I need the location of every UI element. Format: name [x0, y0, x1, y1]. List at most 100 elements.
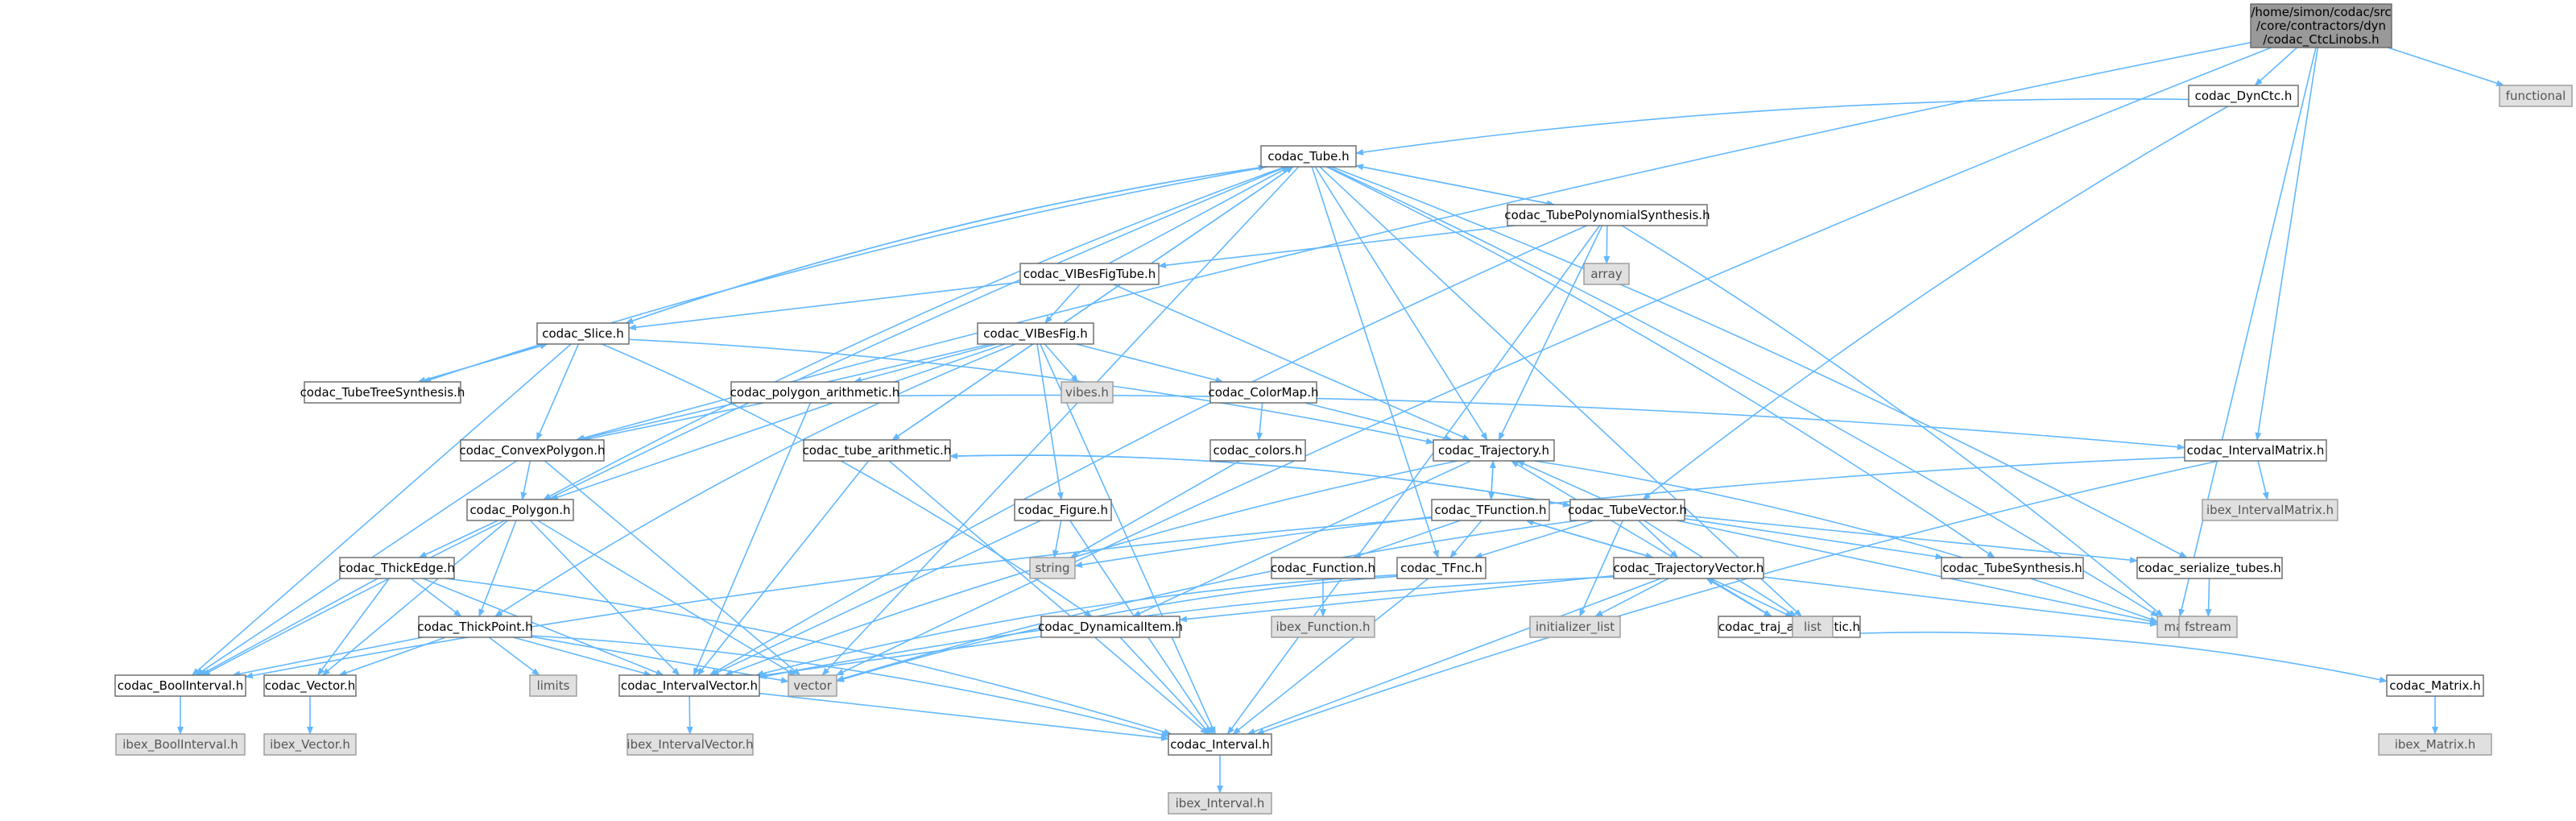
edge-VIBesFig-to-Figure — [1036, 343, 1064, 500]
node-label: ibex_Interval.h — [1176, 796, 1265, 811]
node-VIBesFigTube[interactable]: codac_VIBesFigTube.h — [1019, 263, 1160, 285]
node-TrajVector[interactable]: codac_TrajectoryVector.h — [1613, 557, 1764, 579]
edge-Tube-to-vector — [821, 166, 1300, 676]
edge-TubeVector-to-TubeSynth — [1684, 517, 1944, 560]
node-ibexMatrix: ibex_Matrix.h — [2378, 733, 2492, 756]
edge-PolyArith-to-IntervalVector — [693, 402, 812, 676]
edge-Tube-to-Polygon — [543, 166, 1286, 500]
node-Polygon[interactable]: codac_Polygon.h — [466, 499, 574, 521]
node-label: codac_TubePolynomialSynthesis.h — [1504, 208, 1710, 223]
node-Trajectory[interactable]: codac_Trajectory.h — [1433, 439, 1555, 462]
node-label: limits — [537, 678, 570, 693]
edge-TPS-to-VIBesFigTube — [1158, 225, 1515, 269]
node-Matrix[interactable]: codac_Matrix.h — [2386, 674, 2484, 697]
node-label: codac_IntervalMatrix.h — [2187, 443, 2325, 458]
node-label: /home/simon/codac/src/core/contractors/d… — [2251, 5, 2391, 48]
node-label: codac_TrajectoryVector.h — [1614, 561, 1764, 576]
edge-TubeVector-to-initlist — [1579, 520, 1623, 617]
node-colors[interactable]: codac_colors.h — [1209, 439, 1306, 462]
edge-DynCtc-to-TubeVector — [1642, 106, 2229, 500]
node-vector: vector — [788, 674, 837, 697]
node-TFnc[interactable]: codac_TFnc.h — [1396, 557, 1486, 579]
node-Function[interactable]: codac_Function.h — [1271, 557, 1375, 579]
node-label: codac_TubeVector.h — [1568, 503, 1687, 518]
edge-TubeArith-to-Tube — [891, 166, 1294, 441]
node-ColorMap[interactable]: codac_ColorMap.h — [1209, 381, 1319, 404]
edge-TPS-to-IntervalVector — [709, 225, 1587, 676]
node-DynCtc[interactable]: codac_DynCtc.h — [2188, 85, 2299, 107]
node-Tube[interactable]: codac_Tube.h — [1260, 145, 1357, 168]
edge-Trajectory-to-DynItem — [1132, 460, 1472, 617]
edge-ThickPoint-to-IntervalVector — [513, 636, 652, 677]
edge-Figure-to-string — [1052, 520, 1062, 558]
node-label: codac_ThickPoint.h — [417, 620, 532, 635]
node-label: codac_traj_arithmetic.h — [1718, 620, 1860, 635]
node-ibexIntervalMatrix: ibex_IntervalMatrix.h — [2202, 499, 2338, 521]
node-ThickPoint[interactable]: codac_ThickPoint.h — [417, 616, 533, 638]
edge-TrajVector-to-initlist — [1594, 578, 1669, 617]
edge-ConvexPolygon-to-Polygon — [520, 460, 531, 500]
node-label: ibex_IntervalMatrix.h — [2206, 503, 2334, 518]
edge-TubeArith-to-IntervalVector — [697, 460, 870, 676]
edge-IntervalVector-to-ibexIntervalVector — [686, 695, 693, 735]
node-Interval[interactable]: codac_Interval.h — [1168, 733, 1272, 756]
node-TubeVector[interactable]: codac_TubeVector.h — [1568, 499, 1687, 521]
node-TubeArith[interactable]: codac_tube_arithmetic.h — [803, 439, 952, 462]
edge-ThickEdge-to-Interval — [445, 578, 1172, 736]
edge-Tube-to-BoolInterval — [201, 166, 1287, 676]
node-DynItem[interactable]: codac_DynamicalItem.h — [1038, 616, 1183, 638]
edge-TrajVector-to-map — [1763, 576, 2158, 627]
node-label: codac_DynamicalItem.h — [1038, 620, 1183, 635]
node-TubeSynth[interactable]: codac_TubeSynthesis.h — [1941, 557, 2084, 579]
edge-VIBesFigTube-to-Trajectory — [1113, 284, 1471, 441]
node-ibexBoolInterval: ibex_BoolInterval.h — [115, 733, 246, 756]
node-ibexIntervalVector: ibex_IntervalVector.h — [626, 733, 754, 756]
node-label: codac_TFunction.h — [1434, 503, 1546, 518]
node-Vector[interactable]: codac_Vector.h — [263, 674, 357, 697]
edge-ThickPoint-to-limits — [488, 636, 540, 676]
node-Slice[interactable]: codac_Slice.h — [536, 322, 630, 345]
node-label: ibex_Vector.h — [270, 737, 350, 753]
node-ConvexPolygon[interactable]: codac_ConvexPolygon.h — [460, 439, 606, 462]
node-IntervalMatrix[interactable]: codac_IntervalMatrix.h — [2184, 439, 2327, 462]
edge-TrajVector-to-Interval — [1247, 578, 1661, 735]
node-label: initializer_list — [1536, 620, 1615, 635]
node-TFunction[interactable]: codac_TFunction.h — [1431, 499, 1550, 521]
node-label: codac_Polygon.h — [469, 503, 570, 518]
node-label: list — [1804, 620, 1821, 634]
node-functional: functional — [2499, 85, 2573, 107]
edge-DynCtc-to-Tube — [1355, 98, 2189, 155]
node-layer: /home/simon/codac/src/core/contractors/d… — [114, 3, 2573, 815]
node-root[interactable]: /home/simon/codac/src/core/contractors/d… — [2250, 3, 2392, 48]
edge-TrajArith-to-Matrix — [1859, 631, 2388, 683]
edge-colors-to-string — [1069, 460, 1240, 558]
edge-Polygon-to-IntervalVector — [529, 520, 680, 676]
edge-TubeVector-to-TFnc — [1474, 520, 1594, 559]
node-TTS[interactable]: codac_TubeTreeSynthesis.h — [300, 381, 465, 404]
edge-ColorMap-to-Trajectory — [1305, 402, 1453, 442]
node-serialize[interactable]: codac_serialize_tubes.h — [2136, 557, 2283, 579]
edge-serialize-to-fstream — [2205, 578, 2212, 617]
edge-Slice-to-Trajectory — [628, 338, 1434, 445]
edge-IntervalVector-to-Interval — [759, 692, 1169, 741]
node-TPS[interactable]: codac_TubePolynomialSynthesis.h — [1504, 204, 1710, 226]
node-Figure[interactable]: codac_Figure.h — [1014, 499, 1112, 521]
edge-Slice-to-ConvexPolygon — [535, 343, 580, 441]
node-label: codac_Trajectory.h — [1438, 443, 1549, 458]
edge-TubeVector-to-TrajVector — [1638, 520, 1679, 558]
node-label: codac_Slice.h — [542, 326, 624, 342]
node-VIBesFig[interactable]: codac_VIBesFig.h — [977, 322, 1094, 345]
edge-Tube-to-map — [1327, 166, 2159, 617]
node-PolyArith[interactable]: codac_polygon_arithmetic.h — [730, 381, 900, 404]
edge-TrajArith-to-Trajectory — [1510, 460, 1772, 617]
node-label: codac_Function.h — [1271, 561, 1375, 576]
edge-TFnc-to-IntervalVector — [755, 574, 1398, 677]
edge-TrajVector-to-list — [1710, 578, 1793, 618]
edge-root-to-IntervalMatrix — [2255, 47, 2319, 441]
node-vibes: vibes.h — [1061, 381, 1114, 404]
node-ThickEdge[interactable]: codac_ThickEdge.h — [339, 557, 455, 579]
node-BoolInterval[interactable]: codac_BoolInterval.h — [114, 674, 246, 697]
node-IntervalVector[interactable]: codac_IntervalVector.h — [618, 674, 760, 697]
node-label: codac_VIBesFig.h — [983, 326, 1087, 342]
node-TrajArith[interactable]: codac_traj_arithmetic.h — [1718, 616, 1861, 638]
